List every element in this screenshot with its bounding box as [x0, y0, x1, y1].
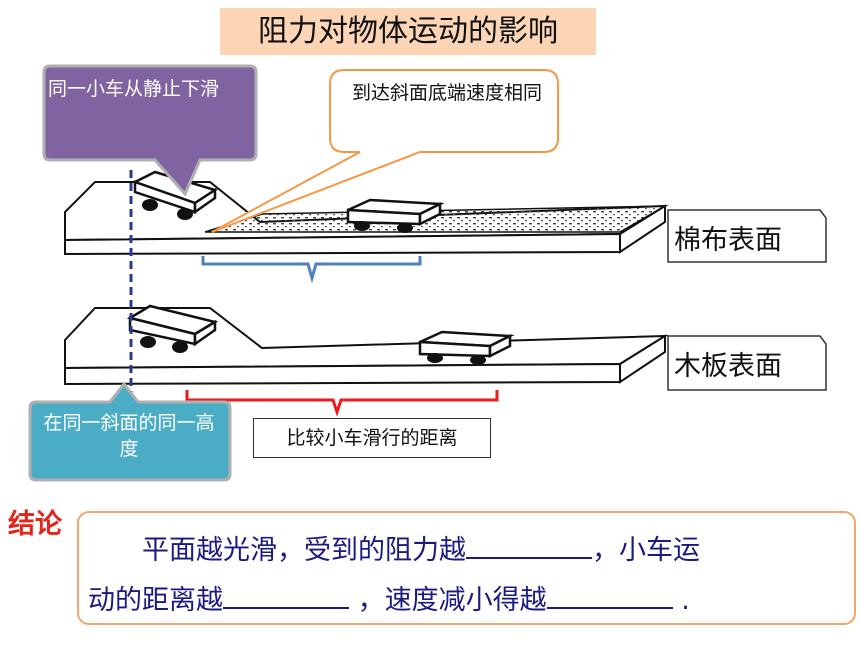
bottom-speed-text: 到达斜面底端速度相同: [351, 82, 542, 104]
wood-brace: [185, 390, 499, 417]
page-title: 阻力对物体运动的影响: [220, 8, 596, 55]
answer-blank[interactable]: [466, 529, 592, 559]
cart-on-wood: [418, 330, 515, 365]
answer-blank[interactable]: [546, 579, 673, 609]
conclusion-line-1: 平面越光滑，受到的阻力越 ，小车运: [142, 528, 700, 567]
conclusion-line-2: 动的距离越 ，速度减小得越 .: [88, 578, 690, 617]
cotton-surface-label: 棉布表面: [674, 225, 782, 256]
compare-distance-label: 比较小车滑行的距离: [253, 418, 491, 458]
bottom-speed-callout: [211, 69, 559, 233]
same-cart-callout: [42, 64, 258, 197]
cart-on-slope-top: [131, 170, 218, 220]
cart-on-cotton: [346, 198, 445, 233]
cart-on-slope-bottom: [126, 304, 219, 353]
answer-blank[interactable]: [223, 579, 349, 609]
conclusion-text: 平面越光滑，受到的阻力越: [142, 535, 466, 566]
conclusion-box: [77, 511, 856, 625]
conclusion-text: .: [681, 585, 690, 616]
same-height-text: 在同一斜面的同一高度: [43, 412, 215, 460]
cotton-label-box: [667, 209, 827, 263]
wood-surface-label: 木板表面: [674, 351, 782, 382]
same-height-callout: [28, 381, 232, 482]
conclusion-text: ，小车运: [592, 535, 700, 566]
conclusion-label: 结论: [8, 509, 62, 540]
wood-label-box: [667, 335, 827, 391]
cotton-brace: [201, 256, 422, 284]
same-cart-text: 同一小车从静止下滑: [48, 78, 220, 100]
conclusion-text: 动的距离越: [88, 585, 223, 616]
conclusion-text: ，速度减小得越: [357, 585, 547, 616]
